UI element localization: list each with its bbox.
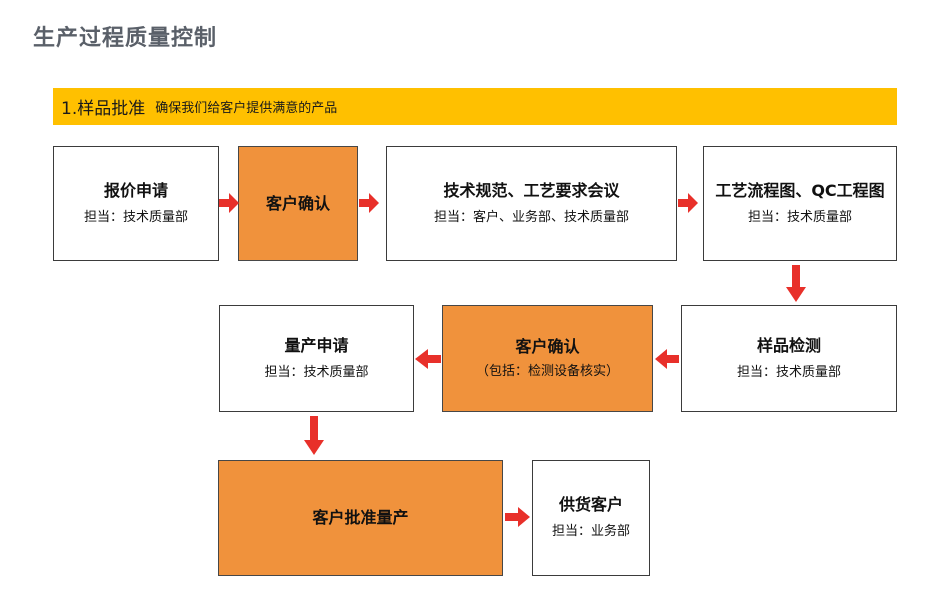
flow-box-subtitle: 担当：技术质量部 [83,209,188,225]
flow-box-supply-customer[interactable]: 供货客户 担当：业务部 [532,460,650,576]
arrow-left-icon-confirm2-to-mass-request [415,348,441,370]
flow-box-title: 客户确认 [265,193,330,213]
section-number-label: 1.样品批准 [61,99,146,119]
flow-box-quotation-request[interactable]: 报价申请 担当：技术质量部 [53,146,219,261]
flow-box-title: 量产申请 [284,335,349,355]
flow-box-subtitle: 担当：业务部 [551,524,630,540]
flow-box-customer-approve-mass-production[interactable]: 客户批准量产 [218,460,503,576]
arrow-right-icon-meeting-to-qcchart [678,192,698,214]
flow-box-title: 技术规范、工艺要求会议 [443,180,620,200]
flow-box-mass-production-request[interactable]: 量产申请 担当：技术质量部 [219,305,414,412]
section-banner: 1.样品批准 确保我们给客户提供满意的产品 [53,88,897,125]
flow-box-spec-process-meeting[interactable]: 技术规范、工艺要求会议 担当：客户、业务部、技术质量部 [386,146,677,261]
arrow-down-icon-mass-request-to-approve [303,416,325,456]
page-title: 生产过程质量控制 [33,26,218,51]
flow-box-subtitle: 担当：技术质量部 [736,364,841,380]
arrow-down-icon-qcchart-to-sample-inspection [785,265,807,303]
arrow-right-icon-approve-to-supply [505,506,530,528]
flow-box-subtitle: 担当：技术质量部 [264,364,369,380]
flow-box-subtitle: 担当：客户、业务部、技术质量部 [433,209,629,225]
flow-box-title: 工艺流程图、QC工程图 [715,180,885,200]
flow-box-title: 报价申请 [103,180,168,200]
flow-box-title: 客户确认 [515,336,580,356]
arrow-right-icon-quotation-to-confirm1 [219,192,239,214]
flow-box-process-flow-qc-chart[interactable]: 工艺流程图、QC工程图 担当：技术质量部 [703,146,897,261]
flow-box-customer-confirm-2[interactable]: 客户确认 （包括：检测设备核实） [442,305,653,412]
flow-box-title: 样品检测 [756,335,821,355]
section-subtitle: 确保我们给客户提供满意的产品 [155,101,338,116]
arrow-right-icon-confirm1-to-meeting [359,192,379,214]
flow-box-title: 客户批准量产 [312,508,409,527]
flow-box-subtitle: （包括：检测设备核实） [475,363,619,379]
flow-box-title: 供货客户 [558,495,623,515]
flow-box-sample-inspection[interactable]: 样品检测 担当：技术质量部 [681,305,897,412]
arrow-left-icon-sample-inspection-to-confirm2 [655,348,679,370]
flow-box-subtitle: 担当：技术质量部 [747,209,852,225]
flow-box-customer-confirm-1[interactable]: 客户确认 [238,146,358,261]
